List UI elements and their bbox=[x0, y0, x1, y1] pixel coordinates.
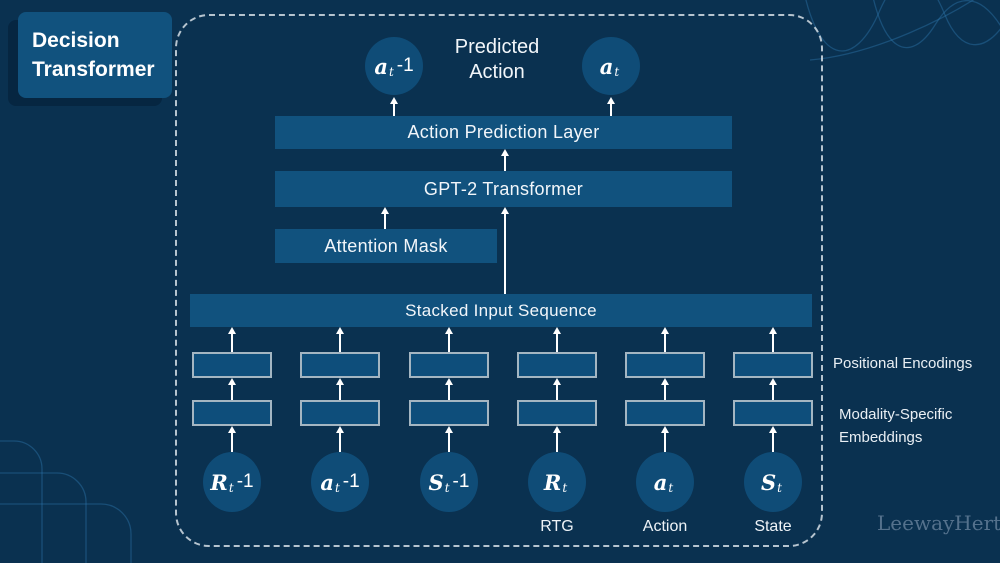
arrow-up-icon bbox=[769, 426, 777, 452]
arrow-up-icon bbox=[445, 426, 453, 452]
arrow-up-icon bbox=[336, 327, 344, 352]
predicted-action-label: Predicted Action bbox=[402, 35, 592, 85]
token-symbol: a bbox=[374, 53, 388, 79]
arrow-up-icon bbox=[501, 207, 509, 294]
arrow-up-icon bbox=[501, 149, 509, 171]
gpt2-transformer-label: GPT-2 Transformer bbox=[423, 178, 584, 199]
arrow-up-icon bbox=[336, 426, 344, 452]
token-subscript: t bbox=[228, 481, 234, 495]
token-subscript: t bbox=[562, 481, 568, 495]
token-symbol: R bbox=[543, 469, 562, 495]
arrow-up-icon bbox=[607, 97, 615, 116]
token-subscript: t bbox=[777, 481, 782, 495]
arrow-up-icon bbox=[661, 426, 669, 452]
diagram-frame bbox=[175, 14, 823, 547]
token-subscript: t bbox=[388, 65, 394, 79]
modality-embedding-box bbox=[517, 400, 597, 426]
token-suffix: -1 bbox=[452, 471, 470, 492]
token-symbol: a bbox=[653, 469, 668, 495]
action-prediction-layer-label: Action Prediction Layer bbox=[407, 122, 600, 142]
token-symbol: a bbox=[599, 53, 614, 79]
action-prediction-layer-box: Action Prediction Layer bbox=[275, 116, 732, 149]
token-symbol: a bbox=[320, 469, 334, 495]
arrow-up-icon bbox=[336, 378, 344, 400]
token-subscript: t bbox=[444, 481, 450, 495]
title-line-1: Decision bbox=[32, 28, 120, 52]
token-symbol: S bbox=[761, 469, 777, 495]
token-subscript: t bbox=[668, 481, 674, 495]
token-subscript: t bbox=[614, 65, 620, 79]
positional-encoding-box bbox=[625, 352, 705, 378]
stacked-input-sequence-label: Stacked Input Sequence bbox=[405, 300, 597, 320]
arrow-up-icon bbox=[661, 378, 669, 400]
arrow-up-icon bbox=[661, 327, 669, 352]
action-line: Action bbox=[469, 61, 525, 83]
attention-mask-label: Attention Mask bbox=[324, 235, 448, 256]
arrow-up-icon bbox=[228, 327, 236, 352]
modality-specific-embeddings-label: Modality-Specific Embeddings bbox=[839, 403, 952, 450]
page-title: Decision Transformer bbox=[18, 12, 172, 98]
arrow-up-icon bbox=[769, 327, 777, 352]
positional-encoding-box bbox=[192, 352, 272, 378]
gpt2-transformer-box: GPT-2 Transformer bbox=[275, 171, 732, 207]
arrow-up-icon bbox=[381, 207, 389, 229]
arrow-up-icon bbox=[445, 378, 453, 400]
modality-embedding-box bbox=[300, 400, 380, 426]
stacked-input-sequence-box: Stacked Input Sequence bbox=[190, 294, 812, 327]
attention-mask-box: Attention Mask bbox=[275, 229, 497, 263]
token-subscript: t bbox=[334, 481, 340, 495]
positional-encoding-box bbox=[409, 352, 489, 378]
arrow-up-icon bbox=[769, 378, 777, 400]
arrow-up-icon bbox=[553, 378, 561, 400]
modality-embedding-box bbox=[192, 400, 272, 426]
token-suffix: -1 bbox=[396, 55, 414, 76]
rounded-corner-decoration bbox=[0, 440, 132, 563]
positional-encoding-box bbox=[733, 352, 813, 378]
modality-embedding-box bbox=[733, 400, 813, 426]
token-symbol: R bbox=[210, 469, 228, 495]
token-suffix: -1 bbox=[342, 471, 360, 492]
leewayhertz-watermark: LeewayHertz bbox=[877, 511, 1000, 535]
token-type-label: Action bbox=[642, 518, 688, 535]
positional-encoding-box bbox=[300, 352, 380, 378]
token-suffix: -1 bbox=[236, 471, 254, 492]
modality-label-line-2: Embeddings bbox=[839, 429, 923, 447]
arrow-up-icon bbox=[553, 327, 561, 352]
arrow-up-icon bbox=[445, 327, 453, 352]
modality-label-line-1: Modality-Specific bbox=[839, 406, 953, 423]
predicted-line: Predicted bbox=[454, 36, 540, 58]
arrow-up-icon bbox=[228, 378, 236, 400]
title-line-2: Transformer bbox=[32, 58, 155, 81]
arrow-up-icon bbox=[228, 426, 236, 452]
modality-embedding-box bbox=[625, 400, 705, 426]
modality-embedding-box bbox=[409, 400, 489, 426]
token-type-label: State bbox=[754, 518, 792, 535]
token-type-label: RTG bbox=[540, 518, 574, 535]
arrow-up-icon bbox=[390, 97, 398, 116]
token-symbol: S bbox=[428, 469, 444, 495]
arrow-up-icon bbox=[553, 426, 561, 452]
positional-encodings-label: Positional Encodings bbox=[833, 355, 973, 372]
positional-encoding-box bbox=[517, 352, 597, 378]
